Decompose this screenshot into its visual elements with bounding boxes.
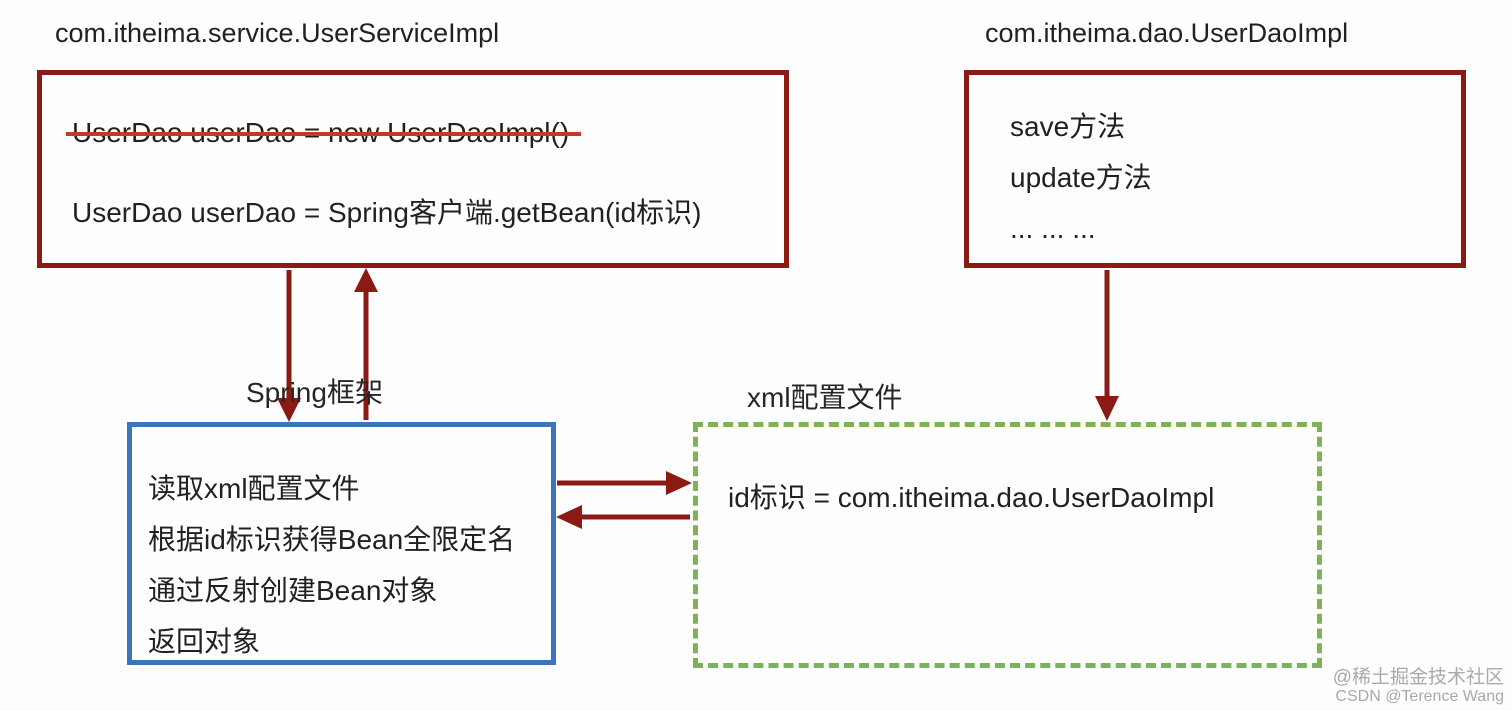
- dao-class-box: save方法 update方法 ... ... ...: [964, 70, 1466, 268]
- arrow-spring-to-xml: [557, 471, 692, 495]
- spring-step-list: 读取xml配置文件 根据id标识获得Bean全限定名 通过反射创建Bean对象 …: [148, 463, 515, 667]
- xml-config-box: id标识 = com.itheima.dao.UserDaoImpl: [693, 422, 1322, 668]
- watermark-csdn: CSDN @Terence Wang: [1335, 688, 1504, 706]
- dao-method-list: save方法 update方法 ... ... ...: [1010, 101, 1152, 254]
- service-class-label: com.itheima.service.UserServiceImpl: [55, 18, 500, 48]
- spring-step-get-bean-name: 根据id标识获得Bean全限定名: [148, 524, 516, 555]
- dao-method-update: update方法: [1010, 162, 1152, 193]
- new-code-line: UserDao userDao = Spring客户端.getBean(id标识…: [72, 197, 702, 228]
- dao-method-save: save方法: [1010, 111, 1126, 142]
- watermark-juejin: @稀土掘金技术社区: [1332, 666, 1504, 688]
- service-class-box: UserDao userDao = new UserDaoImpl() User…: [37, 70, 789, 268]
- arrow-xml-to-spring: [556, 505, 690, 529]
- dao-method-ellipsis: ... ... ...: [1010, 213, 1096, 244]
- dao-class-label: com.itheima.dao.UserDaoImpl: [985, 18, 1349, 48]
- spring-framework-box: 读取xml配置文件 根据id标识获得Bean全限定名 通过反射创建Bean对象 …: [127, 422, 556, 665]
- spring-step-return-object: 返回对象: [148, 626, 261, 657]
- xml-id-mapping-text: id标识 = com.itheima.dao.UserDaoImpl: [728, 482, 1215, 513]
- spring-framework-label: Spring框架: [246, 377, 383, 408]
- strikethrough-line: [66, 132, 582, 136]
- spring-step-read-xml: 读取xml配置文件: [148, 473, 360, 504]
- old-code-line: UserDao userDao = new UserDaoImpl(): [66, 117, 582, 149]
- watermark: @稀土掘金技术社区 CSDN @Terence Wang: [1332, 666, 1504, 706]
- xml-config-label: xml配置文件: [747, 382, 903, 413]
- arrow-dao-to-xml: [1095, 270, 1119, 421]
- spring-step-reflect-create: 通过反射创建Bean对象: [148, 575, 438, 606]
